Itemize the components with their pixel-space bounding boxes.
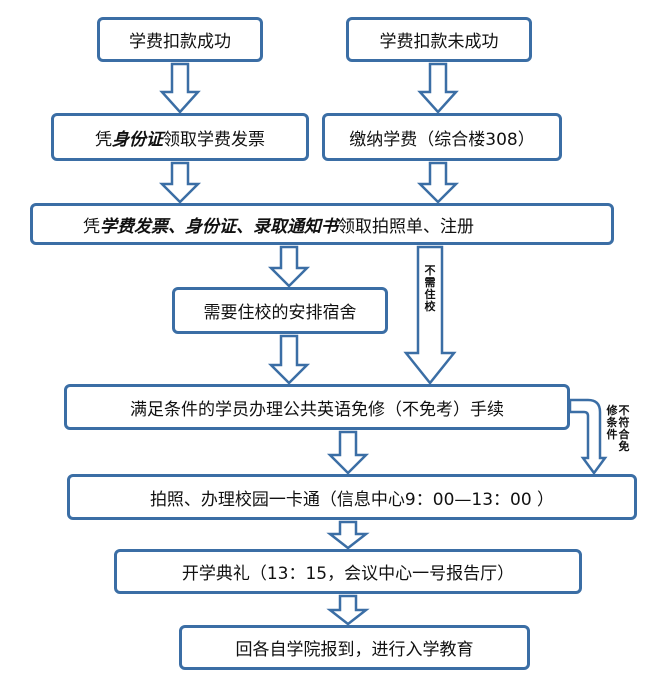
invoice-text: 凭身份证领取学费发票 [95,129,265,150]
fee-paid-text: 学费扣款成功 [129,32,231,52]
box-get-invoice: 凭身份证领取学费发票 [51,113,309,161]
label-no-dorm: 不需住校 [424,264,436,313]
box-english-exemption: 满足条件的学员办理公共英语免修（不免考）手续 [64,384,570,430]
box-photo-card: 拍照、办理校园一卡通（信息中心9：00—13：00 ） [67,474,637,520]
box-ceremony: 开学典礼（13：15，会议中心一号报告厅） [114,549,582,594]
box-fee-unpaid: 学费扣款未成功 [346,17,532,62]
photo-text: 拍照、办理校园一卡通（信息中心9：00—13：00 ） [149,489,555,510]
arrow-dorm-to-english [267,334,311,385]
box-fee-paid: 学费扣款成功 [97,17,263,62]
arrow-no-dorm-to-english [403,245,457,386]
register-text: 凭学费发票、身份证、录取通知书领取拍照单、注册 [83,216,474,237]
report-text: 回各自学院报到，进行入学教育 [235,640,474,660]
box-dorm: 需要住校的安排宿舍 [172,287,388,334]
box-report: 回各自学院报到，进行入学教育 [179,625,530,670]
arrow-english-to-photo [326,430,370,475]
pay-fee-text: 缴纳学费（综合楼308） [349,129,535,150]
arrow-ceremony-to-report [326,594,370,626]
english-text: 满足条件的学员办理公共英语免修（不免考）手续 [130,399,504,420]
box-pay-fee: 缴纳学费（综合楼308） [322,113,562,161]
arrow-not-eligible-bypass [568,398,608,476]
label-not-eligible-a: 不符合免 [618,404,630,453]
arrow-unpaid-to-pay [417,62,459,114]
box-register: 凭学费发票、身份证、录取通知书领取拍照单、注册 [30,203,614,245]
dorm-text: 需要住校的安排宿舍 [203,303,357,323]
arrow-photo-to-ceremony [326,520,370,550]
fee-unpaid-text: 学费扣款未成功 [379,32,499,52]
arrow-register-to-dorm [267,245,311,288]
label-not-eligible-b: 修条件 [606,404,618,441]
arrow-pay-to-register [416,161,460,204]
ceremony-text: 开学典礼（13：15，会议中心一号报告厅） [181,564,515,584]
arrow-paid-to-invoice [159,62,201,114]
arrow-invoice-to-register [158,161,202,204]
